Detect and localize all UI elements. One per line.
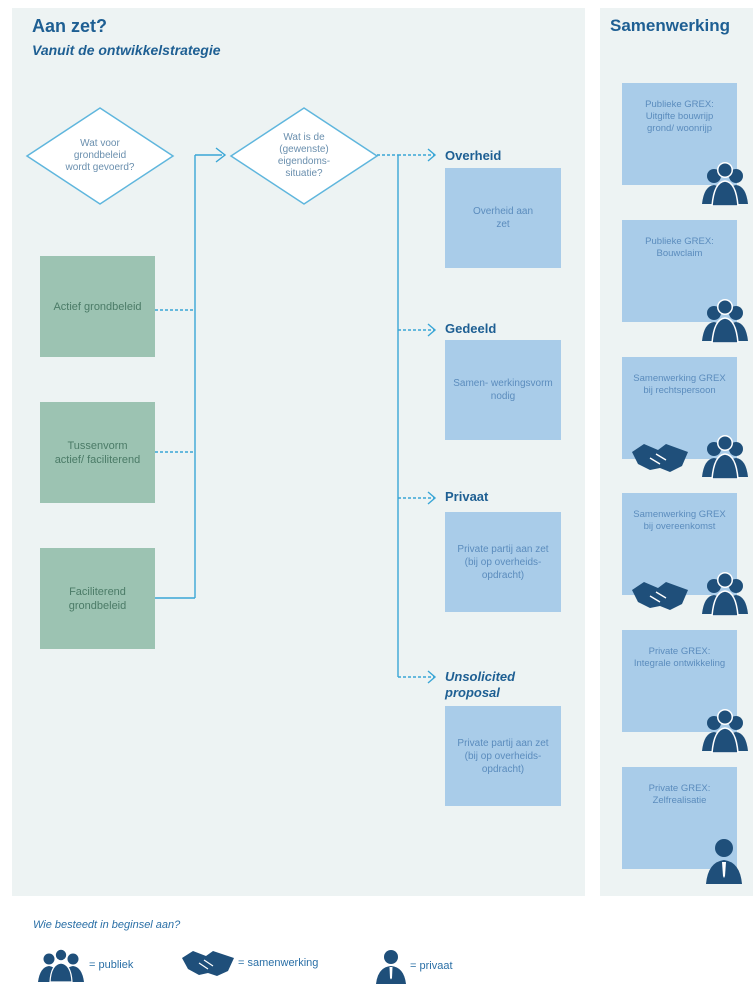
outcome-unsolicited-box: Private partij aan zet (bij op overheids… xyxy=(445,706,561,806)
cooperation-box-1: Publieke GREX: Uitgifte bouwrijp grond/ … xyxy=(622,83,737,185)
privaat-icon xyxy=(376,950,406,984)
outcome-gedeeld-text: Samen- werkingsvorm nodig xyxy=(453,378,553,402)
cooperation-box-6-label: Private GREX: Zelfrealisatie xyxy=(648,783,711,806)
policy-faciliterend: Faciliterend grondbeleid xyxy=(40,548,155,649)
page-title: Aan zet? xyxy=(32,16,108,36)
outcome-overheid-label: Overheid xyxy=(445,148,502,163)
cooperation-box-2-label: Publieke GREX: Bouwclaim xyxy=(645,236,714,259)
publiek-icon xyxy=(702,709,748,753)
outcome-gedeeld-box: Samen- werkingsvorm nodig xyxy=(445,340,561,440)
outcome-unsolicited-label: Unsolicited proposal xyxy=(445,669,516,700)
outcome-overheid-text: Overheid aan zet xyxy=(472,206,534,230)
legend-samenwerking: = samenwerking xyxy=(180,948,318,978)
publiek-icon xyxy=(702,162,748,206)
outcome-privaat-text: Private partij aan zet (bij op overheids… xyxy=(457,543,549,581)
legend-publiek: = publiek xyxy=(35,948,133,982)
outcome-overheid-box: Overheid aan zet xyxy=(445,168,561,268)
policy-actief-label: Actief grondbeleid xyxy=(53,300,142,313)
cooperation-box-1-label: Publieke GREX: Uitgifte bouwrijp grond/ … xyxy=(645,99,714,134)
page-subtitle: Vanuit de ontwikkelstrategie xyxy=(32,42,221,58)
publiek-icon xyxy=(702,572,748,616)
legend-privaat: = privaat xyxy=(374,948,453,984)
legend-question: Wie besteedt in beginsel aan? xyxy=(33,919,181,931)
policy-tussenvorm-label: Tussenvorm actief/ faciliterend xyxy=(54,439,141,466)
publiek-icon xyxy=(702,435,748,479)
publiek-icon xyxy=(702,299,748,343)
arrow-unsolicited xyxy=(427,670,437,684)
handshake-icon xyxy=(182,951,234,976)
diamond-grondbeleid: Wat voor grondbeleid wordt gevoerd? xyxy=(25,106,175,206)
cooperation-box-5-label: Private GREX: Integrale ontwikkeling xyxy=(633,646,726,669)
diamond-grondbeleid-text: Wat voor grondbeleid wordt gevoerd? xyxy=(65,138,135,173)
cooperation-box-4-label: Samenwerking GREX bij overeenkomst xyxy=(633,509,726,532)
legend-privaat-label: = privaat xyxy=(410,960,453,972)
policy-tussenvorm: Tussenvorm actief/ faciliterend xyxy=(40,402,155,503)
diamond-eigendom-text: Wat is de (gewenste) eigendoms- situatie… xyxy=(277,132,331,179)
diamond-eigendom: Wat is de (gewenste) eigendoms- situatie… xyxy=(229,106,379,206)
cooperation-title: Samenwerking xyxy=(610,16,730,35)
outcome-privaat-box: Private partij aan zet (bij op overheids… xyxy=(445,512,561,612)
policy-faciliterend-label: Faciliterend grondbeleid xyxy=(68,585,127,612)
policy-actief: Actief grondbeleid xyxy=(40,256,155,357)
outcome-privaat-label: Privaat xyxy=(445,489,489,504)
privaat-icon xyxy=(706,839,742,884)
outcome-unsolicited-text: Private partij aan zet (bij op overheids… xyxy=(457,737,549,775)
arrow-gedeeld xyxy=(427,323,437,337)
arrow-diamond-2 xyxy=(215,147,227,163)
outcome-gedeeld-label: Gedeeld xyxy=(445,321,497,336)
handshake-icon xyxy=(632,582,688,610)
cooperation-box-3-label: Samenwerking GREX bij rechtspersoon xyxy=(633,373,726,396)
handshake-icon xyxy=(632,444,688,472)
legend-publiek-label: = publiek xyxy=(89,959,134,971)
arrow-overheid xyxy=(427,148,437,162)
arrow-privaat xyxy=(427,491,437,505)
legend-samenwerking-label: = samenwerking xyxy=(238,957,319,969)
publiek-icon xyxy=(38,948,84,982)
